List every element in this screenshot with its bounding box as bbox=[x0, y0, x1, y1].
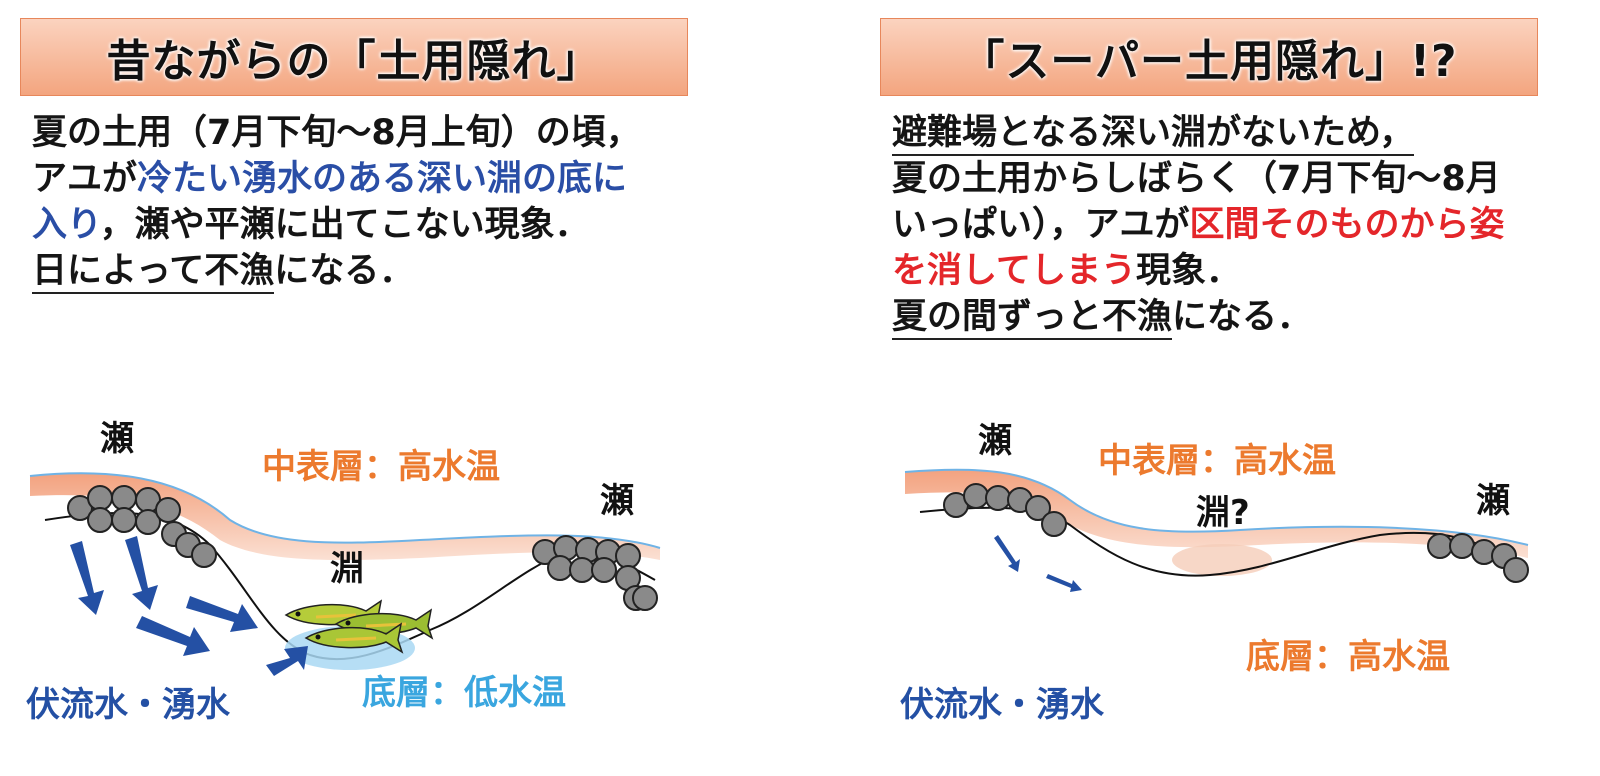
description-segment: 日によって不漁 bbox=[32, 251, 275, 294]
left-se-label-1: 瀬 bbox=[100, 419, 134, 459]
description-line: 夏の間ずっと不漁になる． bbox=[892, 294, 1505, 340]
description-segment: 入り bbox=[32, 205, 100, 245]
description-line: 日によって不漁になる． bbox=[32, 248, 641, 294]
description-segment: 現象． bbox=[1135, 251, 1241, 291]
right-river-diagram: 瀬 瀬 淵? 中表層：高水温 底層：高水温 伏流水・湧水 bbox=[899, 421, 1529, 727]
description-segment: アユが bbox=[32, 159, 138, 199]
description-segment: ，瀬や平瀬に出てこない現象． bbox=[99, 205, 590, 245]
right-title: 「スーパー土用隠れ」!? bbox=[880, 18, 1538, 96]
description-segment: 避難場となる深い淵がないため， bbox=[892, 113, 1415, 156]
right-boulders bbox=[532, 535, 658, 611]
panel-left: 昔ながらの「土用隠れ」 夏の土用（7月下旬～8月上旬）の頃，アユが冷たい湧水のあ… bbox=[20, 18, 688, 727]
description-segment: 夏の土用（7月下旬～8月上旬）の頃， bbox=[32, 113, 641, 153]
right-description: 避難場となる深い淵がないため，夏の土用からしばらく（7月下旬～8月いっぱい），ア… bbox=[892, 110, 1505, 340]
left-boulders bbox=[943, 483, 1067, 537]
description-segment: を消してしまう bbox=[892, 251, 1136, 291]
left-title: 昔ながらの「土用隠れ」 bbox=[20, 18, 688, 96]
left-surface-layer bbox=[30, 473, 660, 561]
groundwater-arrows bbox=[70, 536, 308, 676]
description-line: 入り，瀬や平瀬に出てこない現象． bbox=[32, 202, 641, 248]
description-segment: になる． bbox=[274, 251, 415, 291]
right-bottom-layer-label: 底層：高水温 bbox=[1246, 637, 1450, 677]
description-line: 夏の土用（7月下旬～8月上旬）の頃， bbox=[32, 110, 641, 156]
arrow-1 bbox=[994, 535, 1020, 572]
description-segment: 冷たい湧水のある深い淵の底に bbox=[137, 159, 628, 199]
right-boulders bbox=[1427, 533, 1529, 583]
description-line: 夏の土用からしばらく（7月下旬～8月 bbox=[892, 156, 1505, 202]
description-segment: 区間そのものから姿 bbox=[1189, 205, 1505, 245]
description-line: を消してしまう現象． bbox=[892, 248, 1505, 294]
ayu-fish-group bbox=[284, 599, 434, 654]
panel-right: 「スーパー土用隠れ」!? 避難場となる深い淵がないため，夏の土用からしばらく（7… bbox=[800, 0, 1600, 776]
right-water-line bbox=[904, 468, 1529, 546]
left-water-line bbox=[29, 472, 661, 549]
left-groundwater-label: 伏流水・湧水 bbox=[26, 685, 231, 725]
description-segment: 夏の土用からしばらく（7月下旬～8月 bbox=[892, 159, 1501, 199]
right-se-label-2: 瀬 bbox=[1476, 481, 1510, 521]
right-upper-layer-label: 中表層：高水温 bbox=[1098, 441, 1336, 481]
description-line: 避難場となる深い淵がないため， bbox=[892, 110, 1505, 156]
arrow-4 bbox=[186, 596, 258, 632]
arrow-1 bbox=[70, 541, 104, 615]
description-line: アユが冷たい湧水のある深い淵の底に bbox=[32, 156, 641, 202]
groundwater-arrows bbox=[994, 535, 1082, 592]
arrow-2 bbox=[125, 536, 158, 610]
left-boulders bbox=[67, 485, 217, 568]
shallow-fuchi bbox=[1172, 544, 1272, 576]
arrow-2 bbox=[1046, 574, 1082, 592]
left-se-label-2: 瀬 bbox=[600, 481, 634, 521]
right-groundwater-label: 伏流水・湧水 bbox=[900, 685, 1105, 725]
left-upper-layer-label: 中表層：高水温 bbox=[262, 447, 500, 487]
right-fuchi-label: 淵? bbox=[1196, 493, 1250, 533]
arrow-5 bbox=[266, 646, 308, 676]
left-bottom-layer-label: 底層：低水温 bbox=[362, 673, 566, 713]
right-se-label-1: 瀬 bbox=[978, 421, 1012, 461]
left-fuchi-label: 淵 bbox=[330, 549, 364, 589]
description-segment: いっぱい），アユが bbox=[892, 205, 1190, 245]
left-river-diagram: 瀬 瀬 淵 中表層：高水温 底層：低水温 伏流水・湧水 bbox=[25, 419, 661, 727]
description-segment: 夏の間ずっと不漁 bbox=[892, 297, 1173, 340]
ayu-fish bbox=[304, 622, 404, 654]
arrow-3 bbox=[136, 616, 210, 656]
description-segment: になる． bbox=[1172, 297, 1313, 337]
description-line: いっぱい），アユが区間そのものから姿 bbox=[892, 202, 1505, 248]
left-description: 夏の土用（7月下旬～8月上旬）の頃，アユが冷たい湧水のある深い淵の底に入り，瀬や… bbox=[32, 110, 641, 294]
